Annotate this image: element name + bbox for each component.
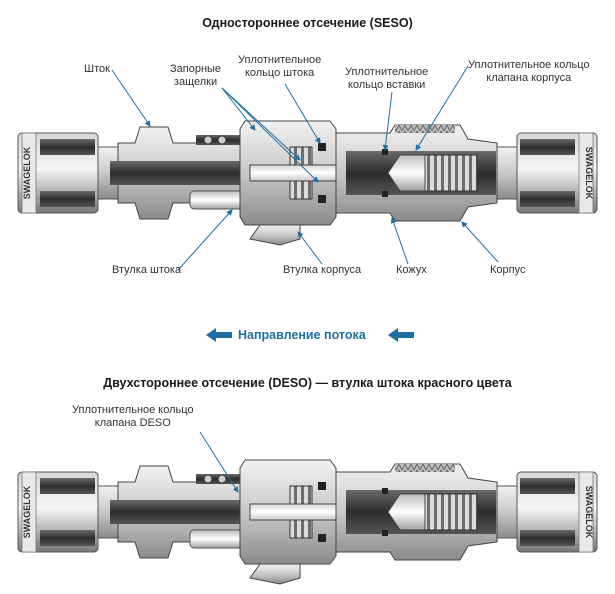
label-insert-oring: Уплотнительное кольцо вставки — [345, 66, 429, 91]
nut-label-deso-left: SWAGELOK — [22, 485, 32, 538]
deso-leaders — [199, 431, 239, 493]
seso-title: Одностороннее отсечение (SESO) — [202, 16, 413, 30]
seso-coupling — [17, 120, 598, 246]
deso-title: Двухстороннее отсечение (DESO) — втулка … — [103, 376, 512, 390]
nut-label-seso-left: SWAGELOK — [22, 146, 32, 199]
seso-leaders — [111, 65, 499, 271]
flow-arrow-right-icon — [388, 328, 414, 342]
label-stem: Шток — [84, 63, 110, 75]
deso-coupling — [17, 459, 598, 585]
label-stem-oring: Уплотнительное кольцо штока — [238, 54, 322, 79]
label-body-valve-oring: Уплотнительное кольцо клапана корпуса — [468, 59, 590, 84]
flow-direction-label: Направление потока — [238, 328, 366, 342]
label-casing: Кожух — [396, 264, 427, 276]
label-deso-oring: Уплотнительное кольцо клапана DESO — [72, 404, 194, 429]
nut-label-seso-right: SWAGELOK — [584, 147, 594, 200]
nut-label-deso-right: SWAGELOK — [584, 486, 594, 539]
label-stem-sleeve: Втулка штока — [112, 264, 182, 276]
label-body: Корпус — [490, 264, 526, 276]
label-body-sleeve: Втулка корпуса — [283, 264, 362, 276]
flow-arrow-left-icon — [206, 328, 232, 342]
label-latches: Запорные защелки — [170, 63, 222, 88]
